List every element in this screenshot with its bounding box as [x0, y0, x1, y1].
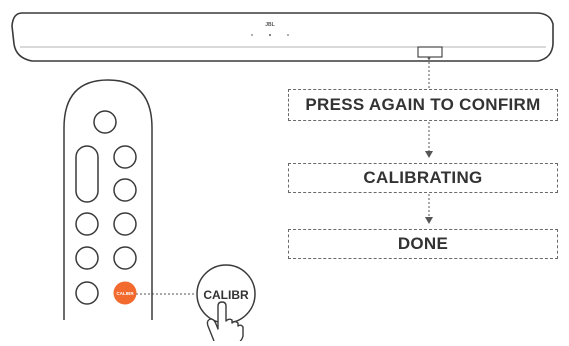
connector-start-dot: [427, 56, 431, 60]
calibrate-button-face[interactable]: [113, 281, 137, 305]
remote-button[interactable]: [113, 145, 137, 169]
step-calibrating: CALIBRATING: [288, 163, 558, 193]
arrow-down-icon: [425, 217, 433, 224]
soundbar: JBL: [11, 12, 554, 62]
remote-body: [63, 79, 153, 320]
step-done: DONE: [288, 229, 558, 259]
flow-connectors: [136, 58, 430, 295]
remote-calibrate-button[interactable]: CALIBR: [113, 281, 137, 305]
remote-button-top[interactable]: [93, 110, 117, 134]
step-label: DONE: [397, 234, 449, 253]
remote-button[interactable]: [75, 281, 99, 305]
soundbar-indicator-dots: [251, 33, 289, 37]
remote-button[interactable]: [75, 246, 99, 270]
calibrate-button-label: CALIBR: [116, 291, 134, 296]
remote-control: [63, 79, 153, 320]
step-label: PRESS AGAIN TO CONFIRM: [305, 95, 541, 114]
flow-arrows: [425, 56, 433, 224]
soundbar-logo: JBL: [265, 22, 274, 28]
zoom-callout: CALIBR: [196, 264, 256, 342]
soundbar-display-window: [417, 46, 443, 58]
soundbar-body: [11, 12, 554, 62]
remote-button[interactable]: [113, 212, 137, 236]
step-label: CALIBRATING: [363, 168, 483, 187]
callout-button-label: CALIBR: [203, 288, 249, 302]
remote-button-volume-rocker[interactable]: [75, 145, 99, 203]
arrow-down-icon: [425, 151, 433, 158]
remote-button[interactable]: [75, 212, 99, 236]
hand-pointer-icon: [206, 301, 244, 342]
step-press-again-to-confirm: PRESS AGAIN TO CONFIRM: [288, 89, 558, 121]
remote-button[interactable]: [113, 178, 137, 202]
remote-button[interactable]: [113, 246, 137, 270]
